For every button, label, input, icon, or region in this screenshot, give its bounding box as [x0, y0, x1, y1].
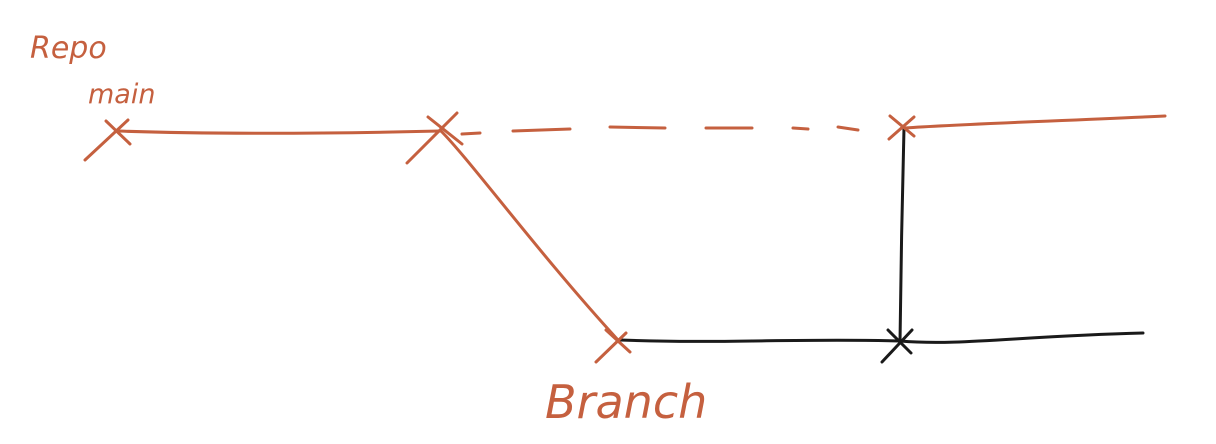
- main-line-solid: [116, 129, 442, 135]
- dash-segment: [836, 125, 860, 132]
- dash-segment: [791, 126, 810, 131]
- commit-marker: [887, 114, 916, 141]
- repo-label: Repo: [30, 31, 107, 66]
- commit-marker: [594, 328, 632, 364]
- dash-segment: [460, 131, 482, 136]
- main-line-dashed: [460, 125, 860, 136]
- commit-marker: [83, 118, 132, 162]
- branch-diagonal: [439, 129, 620, 342]
- dash-segment: [511, 127, 572, 133]
- merge-connector: [898, 126, 906, 344]
- main-label: main: [88, 79, 155, 110]
- commit-marker: [405, 111, 464, 165]
- dash-segment: [608, 125, 667, 130]
- branch-label: Branch: [545, 375, 707, 429]
- main-line-after-merge: [903, 114, 1167, 130]
- branch-line: [618, 331, 1145, 344]
- commit-marker: [880, 328, 914, 364]
